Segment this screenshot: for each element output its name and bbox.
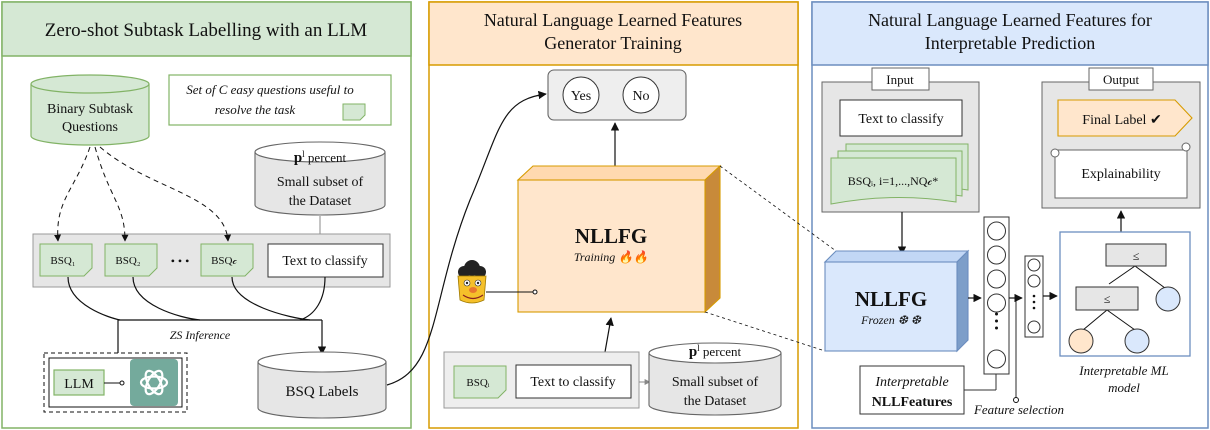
training-text-to-classify: Text to classify — [530, 375, 615, 390]
features-label-line1: Interpretable — [874, 375, 948, 390]
input-box: Input Text to classify BSQᵢ, i=1,...,NQ𝒸… — [821, 67, 980, 213]
nllfg-training-subtitle: Training 🔥🔥 — [574, 250, 649, 264]
nllfg-frozen-title: NLLFG — [855, 287, 927, 311]
panel-interpretable-prediction: Natural Language Learned Features for In… — [704, 1, 1209, 429]
text-to-classify-left: Text to classify — [267, 243, 384, 278]
bert-mascot-icon — [457, 260, 538, 304]
nllfeatures-label-box: Interpretable NLLFeatures — [859, 365, 997, 415]
output-tab-label: Output — [1103, 72, 1140, 87]
bsq-item-1-label: BSQ₁ — [50, 255, 75, 267]
nllfg-frozen-model: NLLFG Frozen ❆ ❆ — [823, 249, 970, 353]
feature-vector — [983, 216, 1010, 375]
output-box: Output Final Label ✔ Explainability — [1041, 67, 1201, 209]
subset-left-p: p — [294, 150, 302, 166]
subset-left-p-suffix: percent — [305, 150, 347, 165]
explainability-scroll: Explainability — [1050, 142, 1191, 199]
selected-feature-vector — [1024, 255, 1044, 338]
bsq-item-2: BSQ₂ — [104, 243, 158, 277]
bsq-labels-database: BSQ Labels — [257, 351, 387, 419]
subset-mid-line2: the Dataset — [684, 394, 747, 409]
tree-leaf-right — [1155, 286, 1181, 312]
nllfg-frozen-subtitle: Frozen ❆ ❆ — [860, 313, 922, 327]
feature-selection-label: Feature selection — [973, 402, 1064, 417]
subset-left-line2: the Dataset — [289, 194, 352, 209]
nllfg-training-title: NLLFG — [575, 224, 647, 248]
llm-label: LLM — [64, 377, 94, 392]
questions-database: Binary Subtask Questions — [30, 74, 150, 146]
zs-inference-label: ZS Inference — [170, 328, 231, 342]
panel-left-title: Zero-shot Subtask Labelling with an LLM — [45, 20, 368, 41]
panel-right-title-1: Natural Language Learned Features for — [868, 10, 1152, 30]
text-to-classify-left-label: Text to classify — [282, 254, 367, 269]
bsq-ellipsis: • • • — [171, 254, 190, 268]
tree-root-node — [1105, 243, 1167, 267]
subset-mid-line1: Small subset of — [672, 375, 759, 390]
panel-generator-training: Natural Language Learned Features Genera… — [428, 1, 799, 429]
llm-module: LLM — [43, 352, 188, 413]
input-tab-label: Input — [886, 72, 914, 87]
interpretable-ml-model: ≤ ≤ — [1059, 231, 1191, 357]
ml-model-label-2: model — [1108, 380, 1140, 395]
bsq-item-c: BSQ𝒸 — [200, 243, 254, 277]
note-line1: Set of C easy questions useful to — [186, 82, 354, 97]
subset-mid-p: p — [689, 344, 697, 360]
panel-middle-title-2: Generator Training — [544, 33, 681, 53]
subset-database-middle: pl percent Small subset of the Dataset — [648, 342, 782, 416]
svg-text:pl percent: pl percent — [689, 343, 742, 360]
explainability-text: Explainability — [1081, 167, 1160, 182]
panel-right-title-2: Interpretable Prediction — [925, 33, 1095, 53]
svg-text:pl percent: pl percent — [294, 149, 347, 166]
nllfg-training-model: NLLFG Training 🔥🔥 — [516, 164, 722, 314]
bsq-item-2-label: BSQ₂ — [115, 255, 140, 267]
tree-leaf-middle — [1124, 328, 1150, 354]
training-bsq-label: BSQᵢ — [466, 377, 489, 389]
yes-label: Yes — [571, 89, 591, 104]
ml-model-label-1: Interpretable ML — [1078, 363, 1168, 378]
note-line2: resolve the task — [215, 102, 296, 117]
training-input-row: BSQᵢ Text to classify — [443, 351, 640, 409]
bsq-item-1: BSQ₁ — [39, 243, 93, 277]
tree-inner-node — [1075, 286, 1139, 311]
input-text-to-classify: Text to classify — [858, 112, 943, 127]
subset-left-line1: Small subset of — [277, 175, 364, 190]
input-bsq-stack-label: BSQᵢ, i=1,...,NQ𝒸* — [848, 174, 939, 188]
subset-mid-p-suffix: percent — [700, 344, 742, 359]
bsq-labels-text: BSQ Labels — [286, 384, 359, 400]
tree-inner-label: ≤ — [1104, 292, 1111, 306]
subset-mid-p-sup: l — [697, 343, 700, 353]
questions-note: Set of C easy questions useful to resolv… — [168, 74, 392, 126]
panel-middle-title-1: Natural Language Learned Features — [484, 10, 742, 30]
tree-leaf-left — [1068, 328, 1094, 354]
llm-logo-icon — [130, 359, 178, 406]
questions-db-line2: Questions — [62, 120, 118, 135]
no-label: No — [632, 89, 649, 104]
subset-left-p-sup: l — [302, 149, 305, 159]
bsq-item-c-label: BSQ𝒸 — [211, 255, 237, 267]
panel-subtask-labelling: Zero-shot Subtask Labelling with an LLM … — [1, 1, 412, 429]
final-label-text: Final Label ✔ — [1082, 113, 1161, 128]
questions-db-line1: Binary Subtask — [47, 102, 133, 117]
tree-root-label: ≤ — [1133, 249, 1140, 263]
subset-database-left: pl percent Small subset of the Dataset — [254, 141, 386, 216]
features-label-line2: NLLFeatures — [872, 395, 953, 410]
yes-no-output: Yes No — [547, 69, 687, 121]
